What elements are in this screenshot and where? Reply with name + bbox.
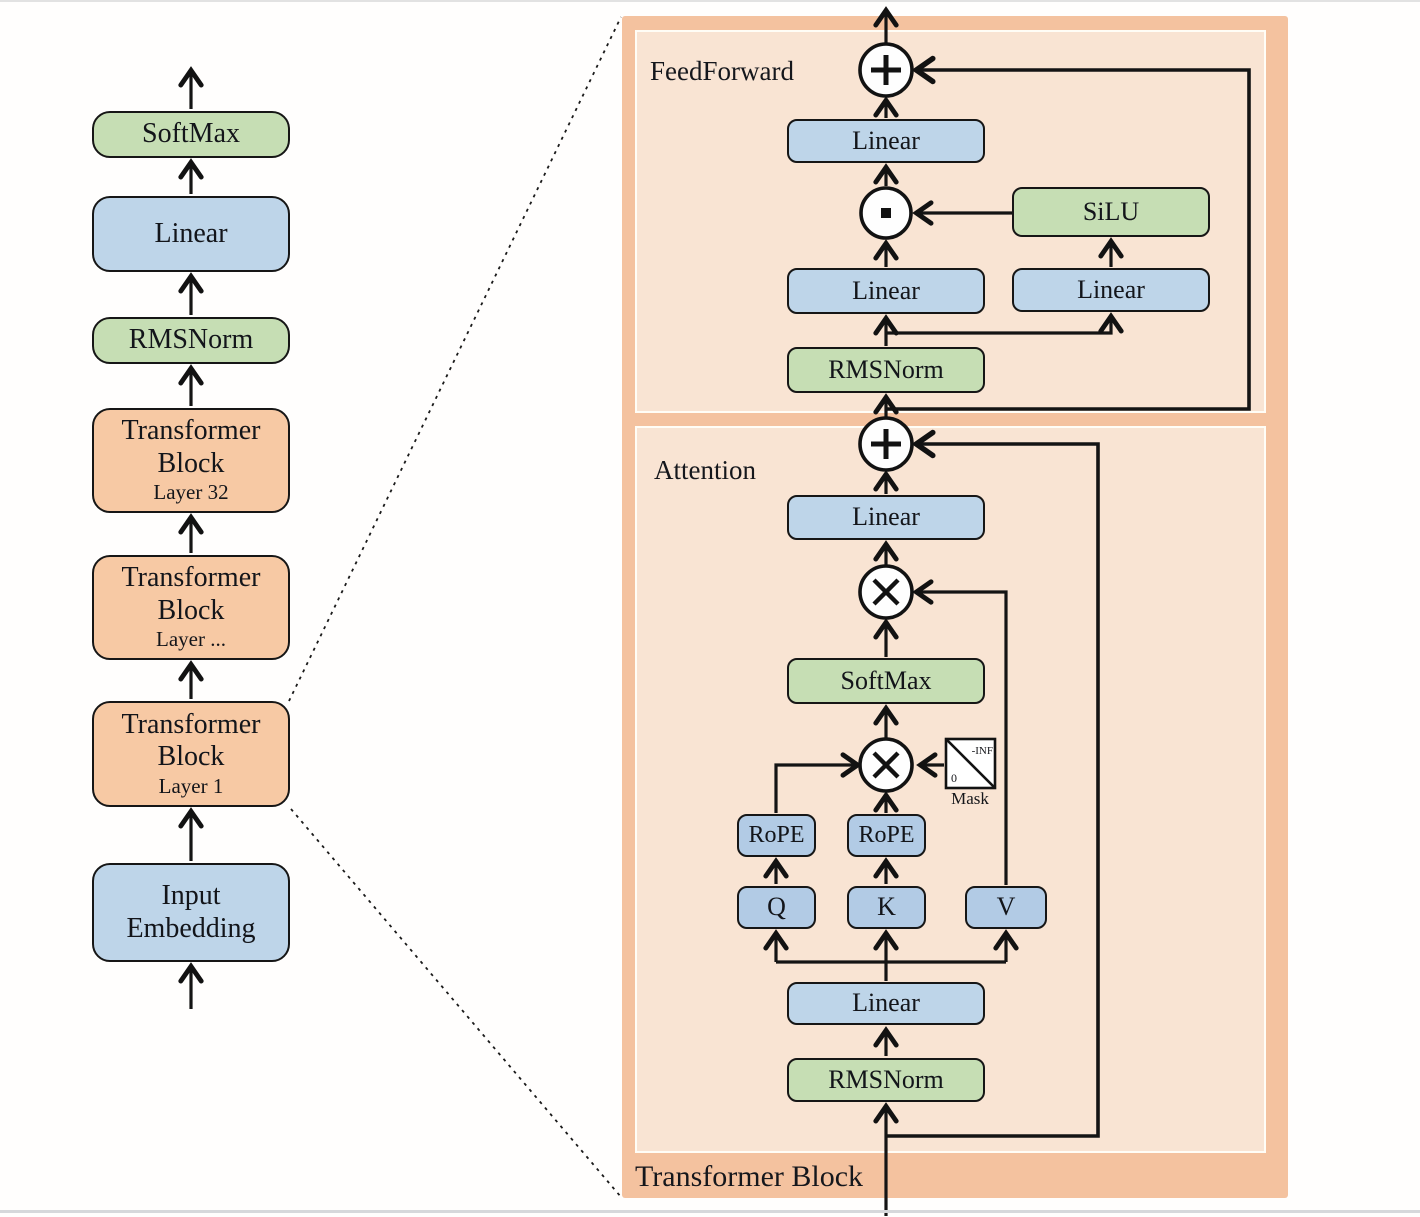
attn-input-linear-box: Linear	[787, 982, 985, 1025]
stack-softmax-box: SoftMax	[92, 111, 290, 158]
ff-add-op	[858, 42, 914, 98]
ff-silu-box: SiLU	[1012, 187, 1210, 237]
ff-elementwise-dot-op	[859, 186, 913, 240]
zoom-guide-top-line	[288, 16, 622, 702]
stack-transformer-block-mid: Transformer Block Layer ...	[92, 555, 290, 660]
feedforward-label: FeedForward	[650, 56, 794, 86]
attn-rmsnorm-label: RMSNorm	[828, 1064, 944, 1094]
ff-residual-line	[886, 55, 1251, 411]
attn-output-linear-box: Linear	[787, 495, 985, 540]
ff-up-linear-label: Linear	[1077, 274, 1145, 304]
stack-transformer-block-32: Transformer Block Layer 32	[92, 408, 290, 513]
attn-value-matmul-op	[858, 564, 914, 620]
v-to-matmul-line	[912, 579, 1008, 885]
k-label: K	[877, 892, 896, 922]
attn-rmsnorm-box: RMSNorm	[787, 1058, 985, 1102]
top-border-line	[0, 0, 1420, 2]
bottom-border-line	[0, 1210, 1420, 1213]
mask-zero-value: 0	[951, 771, 957, 785]
q-label: Q	[767, 892, 786, 922]
ff-rmsnorm-label: RMSNorm	[828, 354, 944, 384]
block-layer: Layer ...	[156, 627, 226, 652]
ff-gate-linear-label: Linear	[852, 275, 920, 305]
transformer-block-panel-label: Transformer Block	[635, 1160, 864, 1193]
attn-softmax-box: SoftMax	[787, 658, 985, 704]
rope-k-label: RoPE	[858, 821, 915, 848]
stack-softmax-label: SoftMax	[142, 118, 240, 150]
mask-diagonal	[945, 738, 996, 789]
stack-input-embedding-box: Input Embedding	[92, 863, 290, 962]
mask-inf-value: -INF	[972, 745, 993, 757]
stack-linear-label: Linear	[154, 217, 228, 249]
v-label: V	[996, 892, 1016, 922]
stack-rmsnorm-box: RMSNorm	[92, 317, 290, 364]
block-layer: Layer 1	[158, 773, 224, 798]
dot-icon	[881, 208, 891, 218]
attn-output-linear-label: Linear	[852, 502, 920, 532]
rope-k-box: RoPE	[847, 814, 926, 857]
ff-output-linear-label: Linear	[852, 125, 920, 155]
attention-wiring	[763, 429, 1100, 1216]
stack-rmsnorm-label: RMSNorm	[128, 324, 254, 356]
rope-q-box: RoPE	[737, 814, 816, 857]
rope-q-label: RoPE	[748, 821, 805, 848]
q-box: Q	[737, 886, 816, 929]
ff-silu-label: SiLU	[1082, 196, 1140, 226]
ff-up-linear-box: Linear	[1012, 268, 1210, 312]
multiply-icon	[872, 751, 900, 779]
attn-input-linear-label: Linear	[852, 988, 920, 1018]
block-title: Transformer Block	[121, 708, 261, 773]
block-title: Transformer Block	[121, 415, 261, 479]
stack-linear-box: Linear	[92, 196, 290, 272]
add-icon	[871, 429, 901, 459]
k-box: K	[847, 886, 926, 929]
attn-softmax-label: SoftMax	[840, 665, 932, 695]
ff-rmsnorm-box: RMSNorm	[787, 347, 985, 393]
ff-gate-linear-box: Linear	[787, 268, 985, 314]
block-layer: Layer 32	[153, 480, 229, 505]
causal-mask: -INF 0 Mask	[944, 737, 997, 808]
stack-transformer-block-1: Transformer Block Layer 1	[92, 701, 290, 807]
add-icon	[871, 55, 901, 85]
ff-output-linear-box: Linear	[787, 119, 985, 163]
attention-panel	[635, 426, 1266, 1153]
ropeq-to-matmul-line	[774, 752, 862, 813]
multiply-icon	[872, 578, 900, 606]
block-title: Transformer Block	[121, 562, 261, 626]
mask-label: Mask	[951, 789, 989, 808]
attention-add-op	[858, 416, 914, 472]
qk-matmul-op	[858, 737, 914, 793]
zoom-guide-bottom-line	[290, 808, 622, 1198]
feedforward-wiring	[873, 6, 1251, 417]
arrow-ffrmsnorm-to-linearright	[886, 312, 1124, 335]
attention-label: Attention	[654, 455, 756, 485]
input-embedding-label: Input Embedding	[126, 880, 256, 944]
attention-residual-line	[886, 429, 1100, 1138]
v-box: V	[965, 886, 1047, 929]
